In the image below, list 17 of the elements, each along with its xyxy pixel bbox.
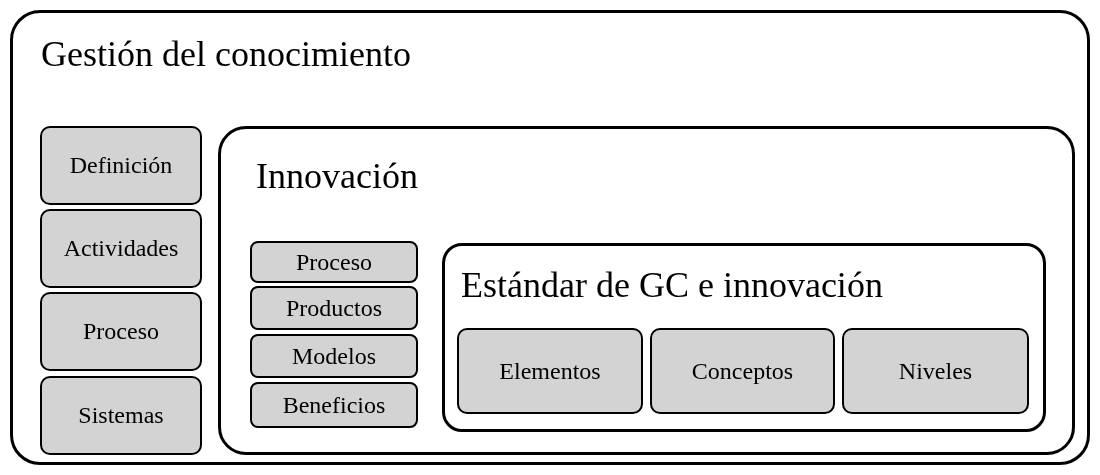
- topic-box: Niveles: [842, 328, 1029, 414]
- container-box: [10, 10, 1090, 465]
- container-box: [442, 243, 1046, 432]
- container-box: [218, 126, 1075, 455]
- topic-box: Definición: [40, 126, 202, 205]
- section-heading: Gestión del conocimiento: [41, 35, 411, 75]
- topic-box: Modelos: [250, 334, 418, 378]
- topic-box: Productos: [250, 286, 418, 330]
- topic-box: Proceso: [250, 241, 418, 283]
- topic-box: Actividades: [40, 209, 202, 288]
- section-heading: Innovación: [256, 157, 418, 197]
- topic-box: Beneficios: [250, 382, 418, 428]
- topic-box: Sistemas: [40, 376, 202, 455]
- topic-box: Conceptos: [650, 328, 835, 414]
- topic-box: Elementos: [457, 328, 643, 414]
- topic-box: Proceso: [40, 292, 202, 371]
- section-heading: Estándar de GC e innovación: [461, 266, 883, 306]
